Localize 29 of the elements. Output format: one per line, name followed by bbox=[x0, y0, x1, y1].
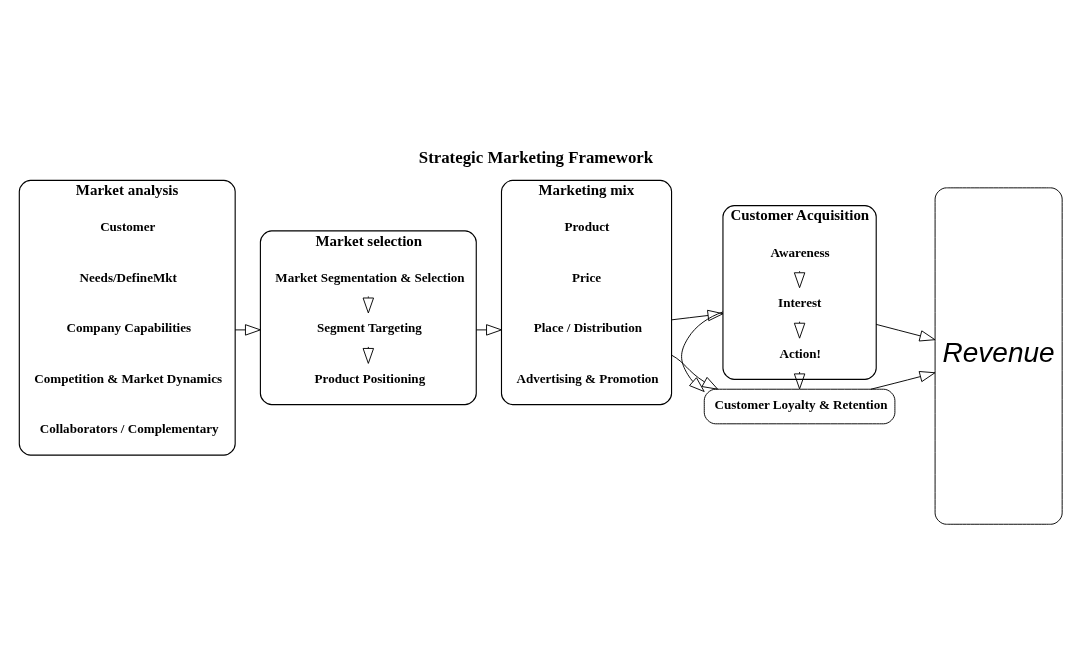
node-text: Awareness bbox=[770, 244, 830, 260]
node-box: Revenue bbox=[934, 186, 1063, 525]
node-text: Segment Targeting bbox=[316, 319, 422, 335]
arrow bbox=[793, 270, 806, 288]
arrow bbox=[875, 323, 936, 341]
node-text: Action! bbox=[779, 345, 821, 361]
arrow bbox=[681, 310, 724, 392]
node-text: Company Capabilities bbox=[66, 319, 192, 335]
arrow bbox=[362, 345, 375, 364]
node-text: Price bbox=[572, 269, 602, 285]
node-text: Needs/DefineMkt bbox=[79, 269, 177, 285]
node-text: Interest bbox=[778, 294, 822, 310]
arrow bbox=[475, 323, 502, 336]
arrow bbox=[793, 320, 806, 339]
node-text: Place / Distribution bbox=[533, 319, 642, 335]
node-text: Product bbox=[564, 218, 610, 234]
arrow bbox=[234, 323, 261, 336]
node-text: Market Segmentation & Selection bbox=[275, 269, 465, 285]
node-text: Product Positioning bbox=[314, 370, 426, 386]
node-text: Collaborators / Complementary bbox=[39, 420, 219, 436]
arrow bbox=[671, 309, 724, 321]
node-text: Advertising & Promotion bbox=[516, 370, 659, 386]
arrow bbox=[671, 354, 719, 390]
arrow bbox=[362, 295, 375, 313]
node-text: Customer bbox=[100, 218, 156, 234]
node-text: Competition & Market Dynamics bbox=[34, 370, 223, 386]
diagram-title: Strategic Marketing Framework bbox=[418, 147, 654, 167]
arrow bbox=[870, 370, 936, 390]
node-box: Customer Loyalty & Retention bbox=[703, 388, 896, 424]
